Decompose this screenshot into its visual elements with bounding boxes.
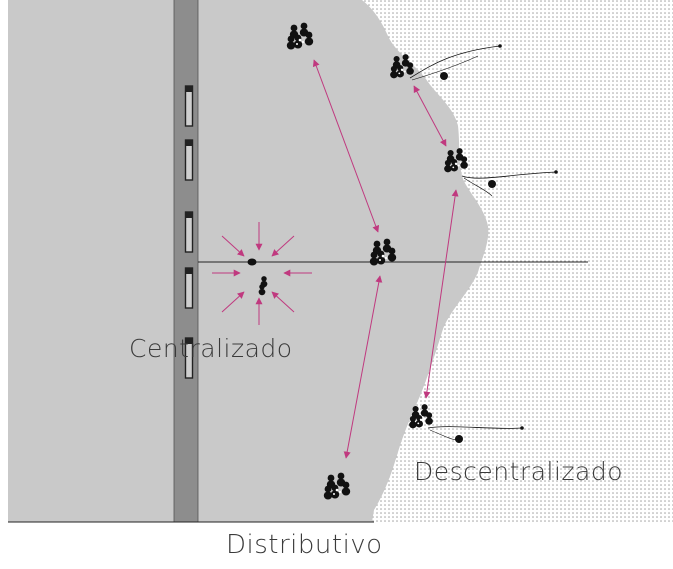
distributed-arrows — [312, 59, 383, 459]
edge-group-middle — [444, 148, 558, 197]
node-dot-icon — [440, 72, 448, 80]
label-distributivo: Distributivo — [226, 530, 383, 560]
vertical-road — [174, 0, 198, 522]
edge-group-top — [390, 44, 502, 81]
post-icon — [184, 267, 194, 309]
node-dot-icon — [488, 180, 496, 188]
node-dot-icon — [455, 435, 463, 443]
centralized-hub — [247, 258, 268, 296]
post-icon — [184, 85, 194, 127]
edge-group-bottom — [409, 404, 524, 443]
converging-arrows — [212, 222, 312, 325]
post-icon — [184, 211, 194, 253]
decentralized-arrows — [413, 85, 459, 399]
label-descentralizado: Descentralizado — [414, 457, 624, 486]
node-dot-icon — [247, 258, 257, 266]
label-centralizado: Centralizado — [129, 334, 293, 363]
post-icon — [184, 139, 194, 181]
